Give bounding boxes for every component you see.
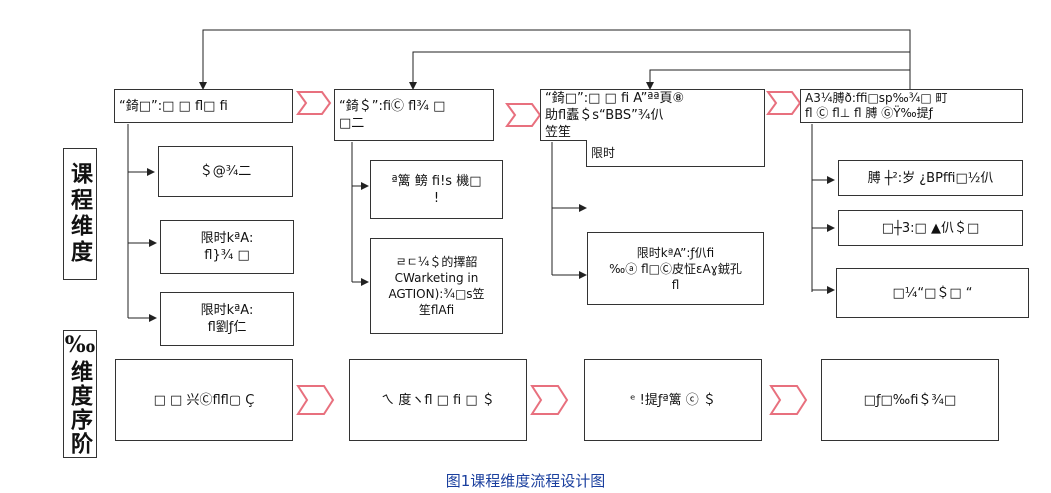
bottom-box-3: ᵉ !提ƒª篱 ⓒ ＄ xyxy=(584,359,762,441)
col4-box-1: 膊 ┼²:岁 ¿BPffi□½仈 xyxy=(838,160,1023,196)
main-box-3-text: “錡□”:□ □ fi A”ªª頁⑧ 助fl蠹＄s“BBS”¾仈 笠笙 xyxy=(545,90,685,140)
bottom-box-2: ㄟ 度ヽfl □ fi □ ＄ xyxy=(349,359,527,441)
main-box-3: “錡□”:□ □ fi A”ªª頁⑧ 助fl蠹＄s“BBS”¾仈 笠笙 xyxy=(540,89,765,141)
col1-box-1: ＄@¾二 xyxy=(158,146,293,197)
col1-box-3: 限时kªA: fl劉ƒ仁 xyxy=(160,292,294,346)
chevrons-top xyxy=(296,91,802,127)
chevron-arrow-4 xyxy=(296,385,335,415)
bottom-box-1: □ □ 兴Ⓒflfl▢ Ç xyxy=(115,359,293,441)
main-box-4-text: A3¼膊ð:ffi□sp‰¾□ 町 fl Ⓒ fl⊥ fl 膊 ⒼŸ‰提ƒ xyxy=(805,91,948,120)
chevron-arrow-6 xyxy=(769,385,808,415)
col2-box-1: ª篱 鳑 fi!s 機□ ! xyxy=(370,160,503,219)
col3-box-1: 限时kªA”:ƒ仈fi ‰ⓐ fl□Ⓒ皮怔ɛAɣ銊孔 fl xyxy=(587,232,764,305)
chevron-arrow-2 xyxy=(505,103,542,127)
feedback-lines xyxy=(199,29,911,92)
main-box-4: A3¼膊ð:ffi□sp‰¾□ 町 fl Ⓒ fl⊥ fl 膊 ⒼŸ‰提ƒ xyxy=(800,89,1023,123)
branch-lines-col4 xyxy=(811,124,835,294)
col2-box-2: ㄹㄷ¼＄的擇韶 CWarketing in AGTION):¾□s笠 笙flAf… xyxy=(370,238,503,334)
main-box-3-note: 限时 xyxy=(591,145,616,160)
figure-caption: 图1课程维度流程设计图 xyxy=(445,472,606,490)
col1-box-2: 限时kªA: fl}¾ □ xyxy=(160,220,294,274)
bottom-box-4: □ƒ□‰fi＄¾□ xyxy=(821,359,999,441)
branch-lines-col3 xyxy=(551,142,587,279)
chevron-arrow-3 xyxy=(766,91,802,115)
col4-box-3: □¼“□＄□ “ xyxy=(836,268,1029,318)
side-label-order-dimension: ‰维度序阶 xyxy=(63,330,97,458)
side-label-course-dimension: 课程维度 xyxy=(63,148,97,280)
branch-lines-col1 xyxy=(127,124,157,322)
chevron-arrow-5 xyxy=(530,385,569,415)
main-box-2-text: “錡＄”:fiⒸ fl¾ □ □二 xyxy=(339,99,446,131)
main-box-1-text: “錡□”:□ □ fl□ fi xyxy=(119,98,228,114)
chevron-arrow-1 xyxy=(296,91,332,115)
main-box-1: “錡□”:□ □ fl□ fi xyxy=(114,89,293,123)
main-box-3-overlay: 限时 xyxy=(586,140,765,167)
main-box-2: “錡＄”:fiⒸ fl¾ □ □二 xyxy=(334,89,494,141)
col4-box-2: □┼3:□ ▲仈＄□ xyxy=(838,210,1023,246)
chevrons-bottom xyxy=(296,385,808,415)
branch-lines-col2 xyxy=(351,142,369,286)
